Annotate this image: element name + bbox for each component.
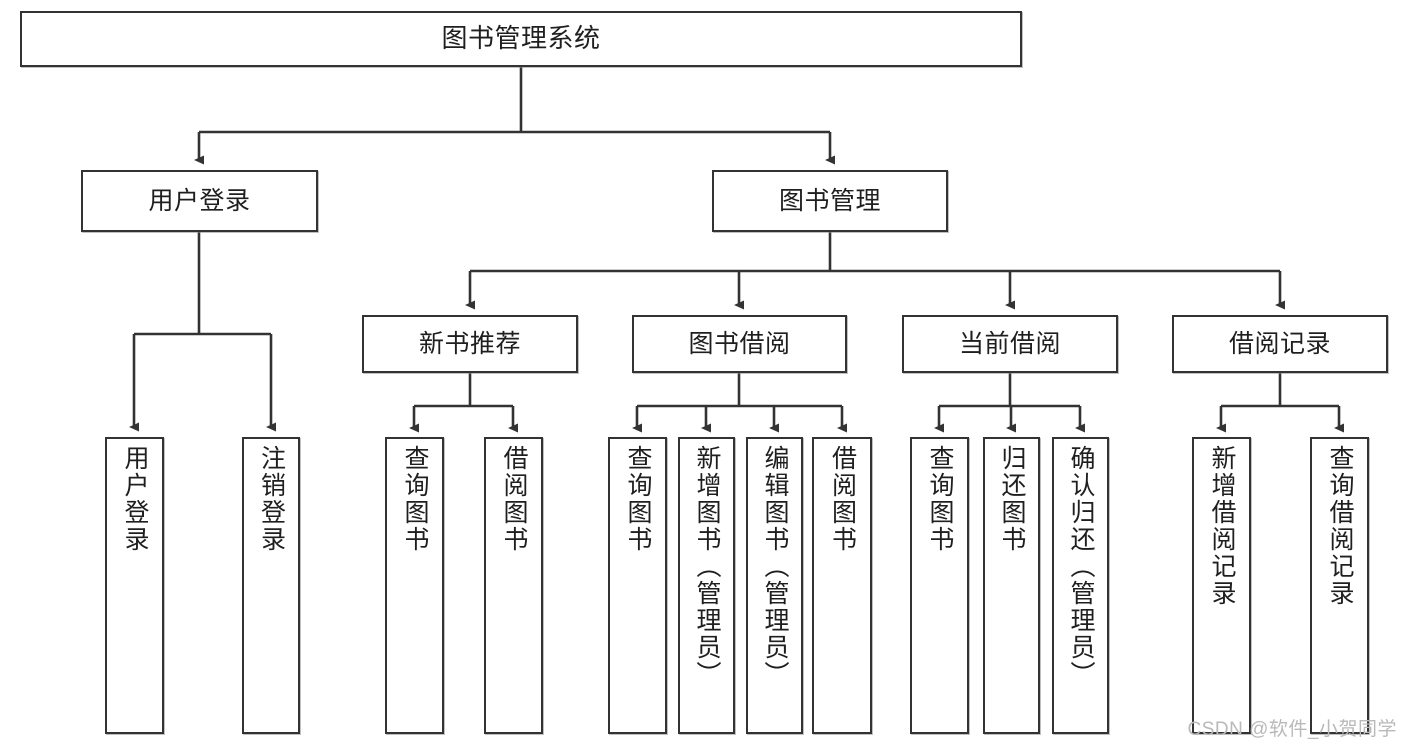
node-leaf-edit-book[interactable]: 编辑图书（管理员） (746, 437, 803, 734)
node-leaf-return-book[interactable]: 归还图书 (983, 437, 1040, 734)
node-leaf-add-book-label: 新增图书（管理员） (693, 445, 721, 688)
node-leaf-add-book[interactable]: 新增图书（管理员） (678, 437, 735, 734)
node-leaf-add-record-label: 新增借阅记录 (1208, 445, 1236, 607)
node-current-borrow-label: 当前借阅 (958, 330, 1061, 358)
node-leaf-query-book-1[interactable]: 查询图书 (385, 437, 444, 734)
node-leaf-query-book-2-label: 查询图书 (624, 445, 652, 553)
node-leaf-borrow-book-2-label: 借阅图书 (828, 445, 857, 553)
node-leaf-query-book-3-label: 查询图书 (926, 445, 954, 553)
node-book-manage-label: 图书管理 (778, 187, 881, 215)
node-leaf-logout-label: 注销登录 (257, 445, 286, 553)
node-new-book-rec-label: 新书推荐 (418, 330, 521, 358)
node-current-borrow[interactable]: 当前借阅 (902, 315, 1118, 373)
node-leaf-query-book-2[interactable]: 查询图书 (608, 437, 667, 734)
node-leaf-query-record-label: 查询借阅记录 (1326, 445, 1354, 607)
node-book-borrow[interactable]: 图书借阅 (632, 315, 847, 373)
node-leaf-borrow-book-1-label: 借阅图书 (500, 445, 528, 553)
node-leaf-logout[interactable]: 注销登录 (242, 437, 300, 734)
node-leaf-edit-book-label: 编辑图书（管理员） (761, 445, 789, 688)
node-borrow-record[interactable]: 借阅记录 (1172, 315, 1388, 373)
node-leaf-query-book-3[interactable]: 查询图书 (910, 437, 969, 734)
node-book-borrow-label: 图书借阅 (688, 330, 791, 358)
node-new-book-rec[interactable]: 新书推荐 (362, 315, 578, 373)
node-leaf-add-record[interactable]: 新增借阅记录 (1192, 437, 1251, 734)
node-leaf-query-book-1-label: 查询图书 (401, 445, 429, 553)
csdn-watermark: CSDN @软件_小贺同学 (1187, 719, 1397, 740)
node-book-manage[interactable]: 图书管理 (712, 170, 948, 232)
node-root-label: 图书管理系统 (441, 23, 601, 54)
node-leaf-borrow-book-2[interactable]: 借阅图书 (812, 437, 872, 734)
node-leaf-confirm-return-label: 确认归还（管理员） (1067, 445, 1095, 688)
node-leaf-user-login[interactable]: 用户登录 (105, 437, 164, 734)
node-user-login-label: 用户登录 (148, 187, 251, 215)
node-leaf-borrow-book-1[interactable]: 借阅图书 (484, 437, 543, 734)
node-leaf-query-record[interactable]: 查询借阅记录 (1310, 437, 1369, 734)
node-leaf-return-book-label: 归还图书 (998, 445, 1026, 553)
node-borrow-record-label: 借阅记录 (1228, 330, 1331, 358)
node-leaf-user-login-label: 用户登录 (121, 445, 149, 553)
node-user-login[interactable]: 用户登录 (81, 170, 318, 232)
node-root[interactable]: 图书管理系统 (20, 11, 1022, 67)
node-leaf-confirm-return[interactable]: 确认归还（管理员） (1052, 437, 1109, 734)
